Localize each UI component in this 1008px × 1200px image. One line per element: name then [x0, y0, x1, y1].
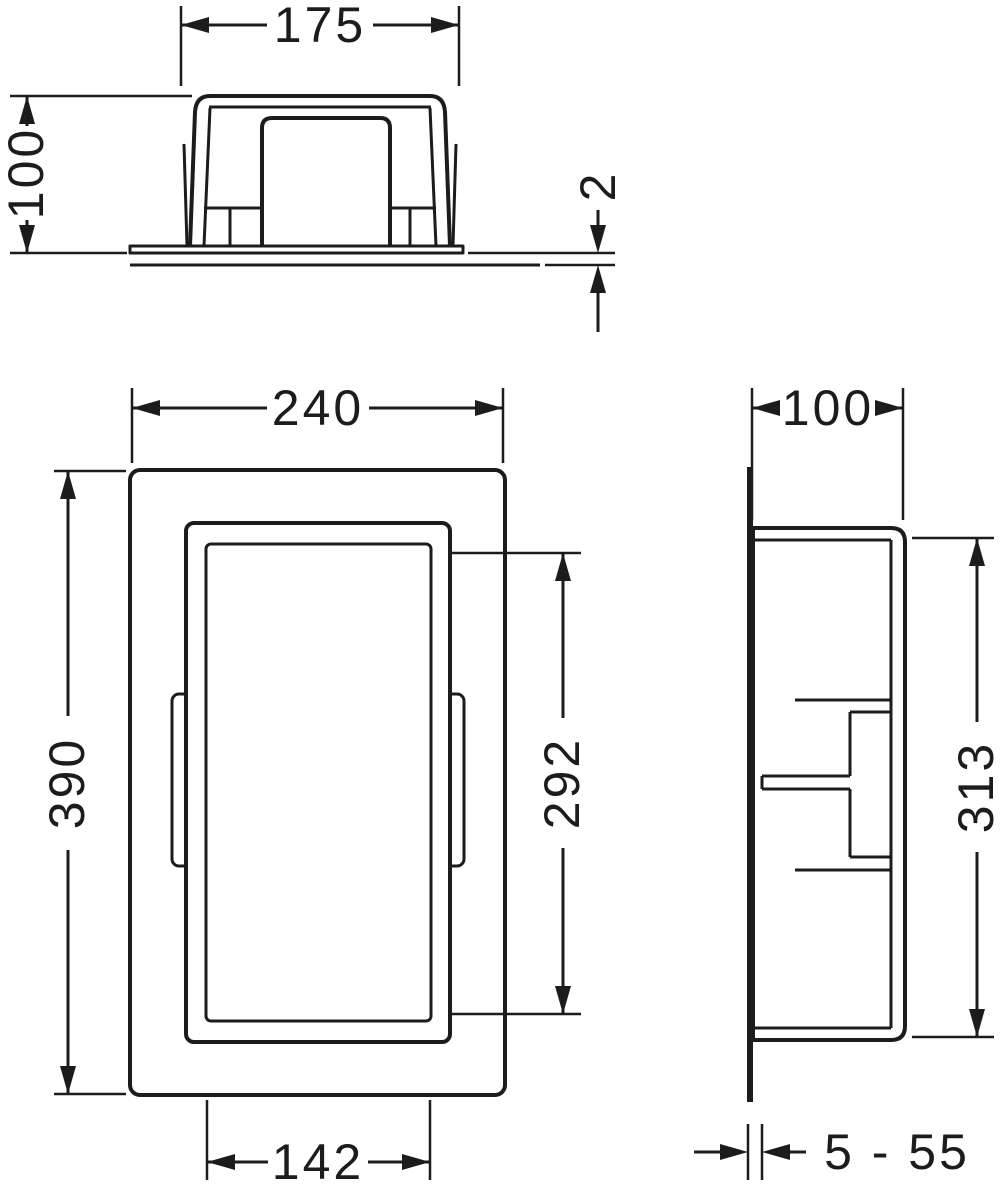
- dim-label-side-depth: 100: [782, 380, 874, 436]
- arrowhead-up: [969, 538, 985, 566]
- top-view: 175 100 2: [0, 0, 626, 332]
- dim-label-opening-width: 142: [272, 1134, 364, 1190]
- arrowhead-left: [207, 1154, 235, 1170]
- dimension-side-depth: 100: [750, 380, 905, 520]
- dim-label-plate-thickness: 2: [570, 171, 626, 202]
- part-niche-opening: [204, 542, 433, 1023]
- dim-label-front-height: 390: [39, 737, 95, 829]
- part-center-panel: [260, 116, 392, 246]
- part-inner-wall-left: [202, 107, 212, 247]
- part-inner-wall-right: [428, 107, 438, 247]
- arrowhead-right: [475, 400, 503, 416]
- arrowhead-down: [590, 225, 606, 253]
- arrowhead-right: [431, 17, 459, 33]
- dimension-front-height: 390: [39, 469, 126, 1096]
- part-flange-plate: [128, 244, 465, 255]
- arrowhead-right: [402, 1154, 430, 1170]
- arrowhead-down: [969, 1009, 985, 1037]
- arrowhead-up: [590, 265, 606, 293]
- dimension-plate-thickness: 2: [468, 171, 626, 332]
- arrowhead-up: [60, 471, 76, 499]
- arrowhead-down: [19, 225, 35, 253]
- arrowhead-down: [60, 1066, 76, 1094]
- front-view-part: [128, 468, 507, 1097]
- dimension-top-width: 175: [179, 0, 461, 86]
- dim-label-top-width: 175: [274, 0, 366, 53]
- part-clip-left: [182, 143, 189, 247]
- dim-label-opening-height: 292: [534, 737, 590, 829]
- dim-label-top-height: 100: [0, 127, 54, 219]
- arrowhead-left: [762, 1144, 790, 1160]
- part-clip-right: [451, 143, 458, 247]
- arrowhead-right: [720, 1144, 748, 1160]
- dim-label-front-width: 240: [272, 380, 364, 436]
- side-view-part: [747, 467, 907, 1102]
- part-body-outline: [751, 526, 907, 1042]
- arrowhead-left: [132, 400, 160, 416]
- side-view: 100 313: [694, 380, 1004, 1180]
- dimension-depth-adjust-range: 5 - 55: [694, 1124, 970, 1180]
- arrowhead-up: [19, 96, 35, 124]
- dim-label-depth-adjust-range: 5 - 55: [824, 1124, 970, 1180]
- dimension-front-width: 240: [130, 380, 505, 463]
- dimension-side-height: 313: [912, 536, 1004, 1039]
- dimension-opening-width: 142: [205, 1100, 432, 1190]
- arrowhead-right: [875, 400, 903, 416]
- front-view: 240 390 292: [39, 380, 590, 1190]
- top-view-part: [128, 94, 540, 267]
- arrowhead-up: [555, 553, 571, 581]
- dimension-opening-height: 292: [452, 551, 590, 1016]
- dim-label-side-height: 313: [948, 741, 1004, 833]
- arrowhead-down: [555, 986, 571, 1014]
- dimension-top-height: 100: [0, 94, 192, 255]
- arrowhead-left: [181, 17, 209, 33]
- arrowhead-left: [752, 400, 780, 416]
